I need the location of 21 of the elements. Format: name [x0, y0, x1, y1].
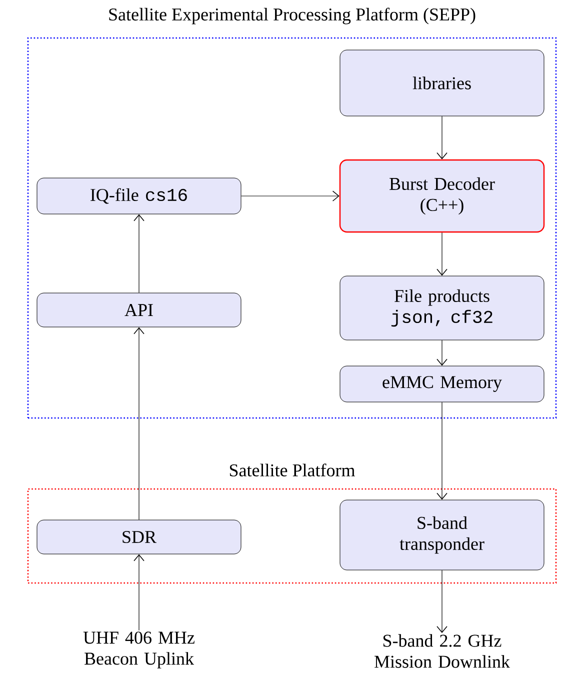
arrow: [436, 116, 448, 160]
process-box: File products json, cf32: [340, 276, 544, 340]
arrow: [436, 340, 448, 366]
arrow: [436, 402, 448, 500]
arrow: [134, 554, 144, 631]
arrow: [134, 327, 144, 520]
frame-title: Satellite Platform: [230, 464, 355, 476]
process-box: libraries: [340, 50, 544, 116]
process-box: eMMC Memory: [340, 366, 544, 402]
process-box: Burst Decoder (C++): [339, 159, 545, 233]
arrow: [436, 570, 448, 633]
arrow: [240, 190, 340, 202]
signal-text: S-band 2.2 GHz Mission Downlink: [374, 634, 510, 668]
arrow: [134, 214, 144, 294]
arrow: [436, 232, 448, 276]
signal-text: UHF 406 MHz Beacon Uplink: [83, 632, 194, 668]
process-box: SDR: [36, 520, 242, 554]
process-box: S-band transponder: [340, 500, 544, 570]
process-box: IQ-file cs16: [36, 178, 242, 214]
process-box: API: [36, 292, 242, 328]
frame-title: Satellite Experimental Processing Platform (SEPP): [109, 8, 476, 24]
